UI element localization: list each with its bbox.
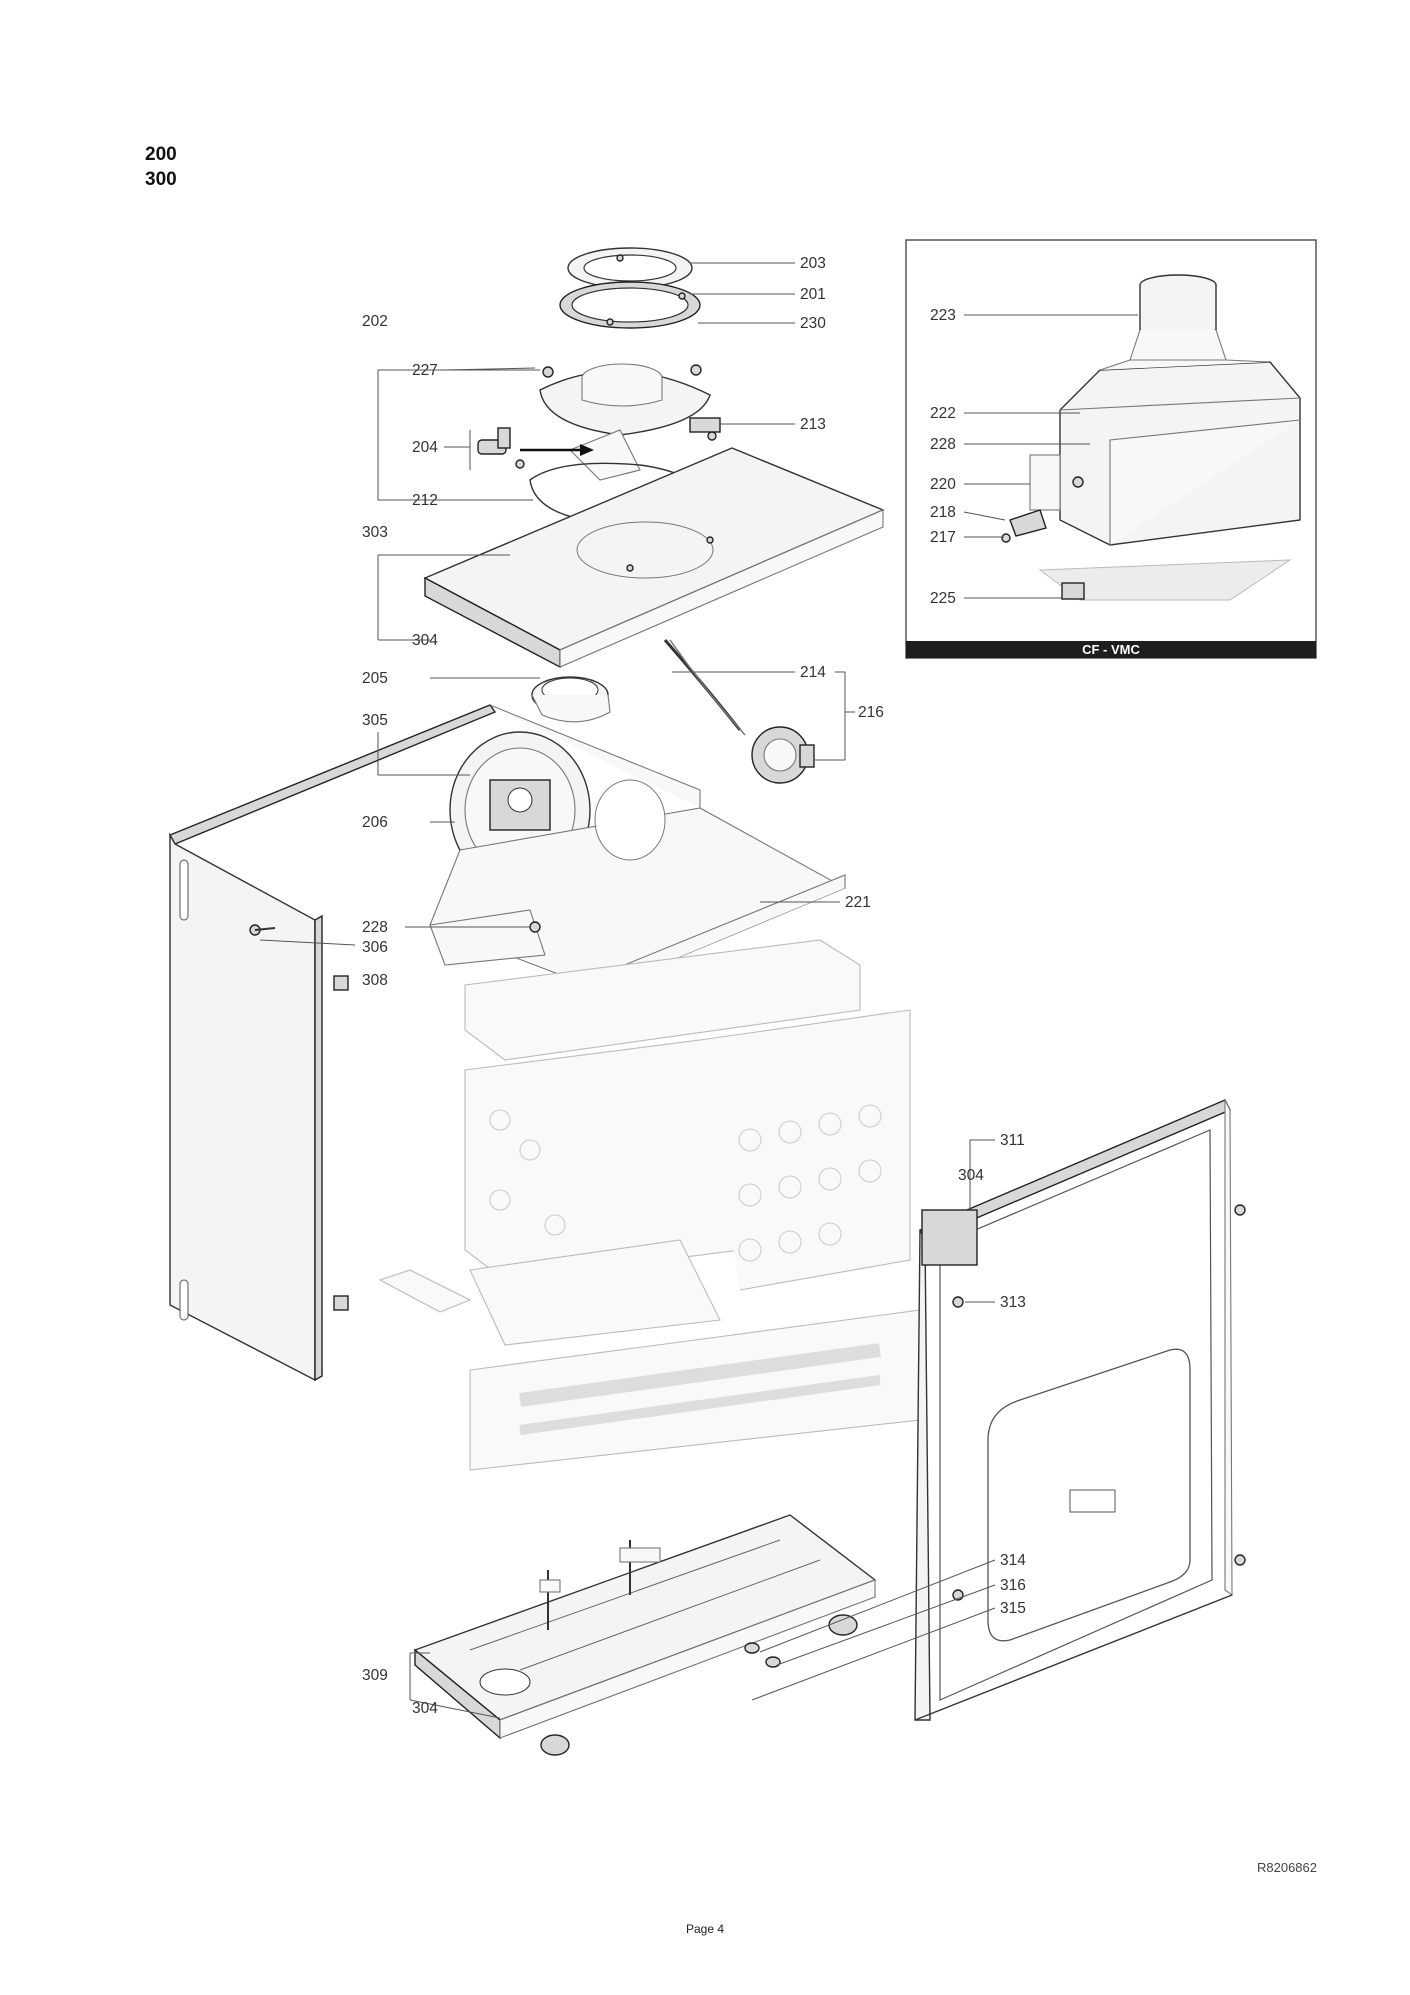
callout-204: 204 (412, 439, 438, 456)
callout-214: 214 (800, 664, 826, 681)
callout-202: 202 (362, 313, 388, 330)
callout-304-front: 304 (958, 1167, 984, 1184)
callout-316: 316 (1000, 1577, 1026, 1594)
model-numbers: 200 300 (145, 142, 177, 192)
page-number: Page 4 (685, 1922, 725, 1936)
callout-228: 228 (362, 919, 388, 936)
fan-outlet-plate (539, 363, 711, 481)
callout-303: 303 (362, 524, 388, 541)
left-side-panel (169, 704, 701, 1382)
callout-304-base: 304 (412, 1700, 438, 1717)
callout-230: 230 (800, 315, 826, 332)
callout-227: 227 (412, 362, 438, 379)
callout-223: 223 (930, 307, 956, 324)
callout-205: 205 (362, 670, 388, 687)
callout-315: 315 (1000, 1600, 1026, 1617)
inset-caption: CF - VMC (1082, 642, 1140, 657)
callout-217: 217 (930, 529, 956, 546)
callout-304-top: 304 (412, 632, 438, 649)
model-200: 200 (145, 144, 177, 165)
callout-216: 216 (858, 704, 884, 721)
pressure-switch-fittings (477, 417, 721, 469)
flue-gaskets (559, 247, 701, 329)
callout-220: 220 (930, 476, 956, 493)
heat-exchanger-ghost (378, 939, 921, 1471)
callout-309: 309 (362, 1667, 388, 1684)
callout-225: 225 (930, 590, 956, 607)
callout-313: 313 (1000, 1294, 1026, 1311)
callout-228-inset: 228 (930, 436, 956, 453)
callout-213: 213 (800, 416, 826, 433)
callout-218: 218 (930, 504, 956, 521)
front-door-panel (914, 1099, 1246, 1721)
callout-206: 206 (362, 814, 388, 831)
callout-306: 306 (362, 939, 388, 956)
callout-305: 305 (362, 712, 388, 729)
inset-cf-vmc: CF - VMC 223 222 228 220 218 2 (905, 239, 1317, 659)
callout-221: 221 (845, 894, 871, 911)
fan-ring-205 (531, 676, 611, 723)
callout-203: 203 (800, 255, 826, 272)
burner-base-tray (413, 1514, 877, 1756)
callout-314: 314 (1000, 1552, 1026, 1569)
top-cover-panel (423, 447, 885, 669)
callout-308: 308 (362, 972, 388, 989)
callout-212: 212 (412, 492, 438, 509)
drawing-reference: R8206862 (1257, 1860, 1317, 1875)
leader-lines (259, 262, 996, 1719)
callout-222: 222 (930, 405, 956, 422)
callout-311: 311 (1000, 1132, 1025, 1149)
air-pressure-switch (663, 639, 815, 784)
draft-diverter-hood (1001, 274, 1301, 601)
callout-201: 201 (800, 286, 826, 303)
callout-labels: 203 201 230 202 227 213 204 212 303 304 … (362, 255, 1026, 1717)
model-300: 300 (145, 169, 177, 190)
